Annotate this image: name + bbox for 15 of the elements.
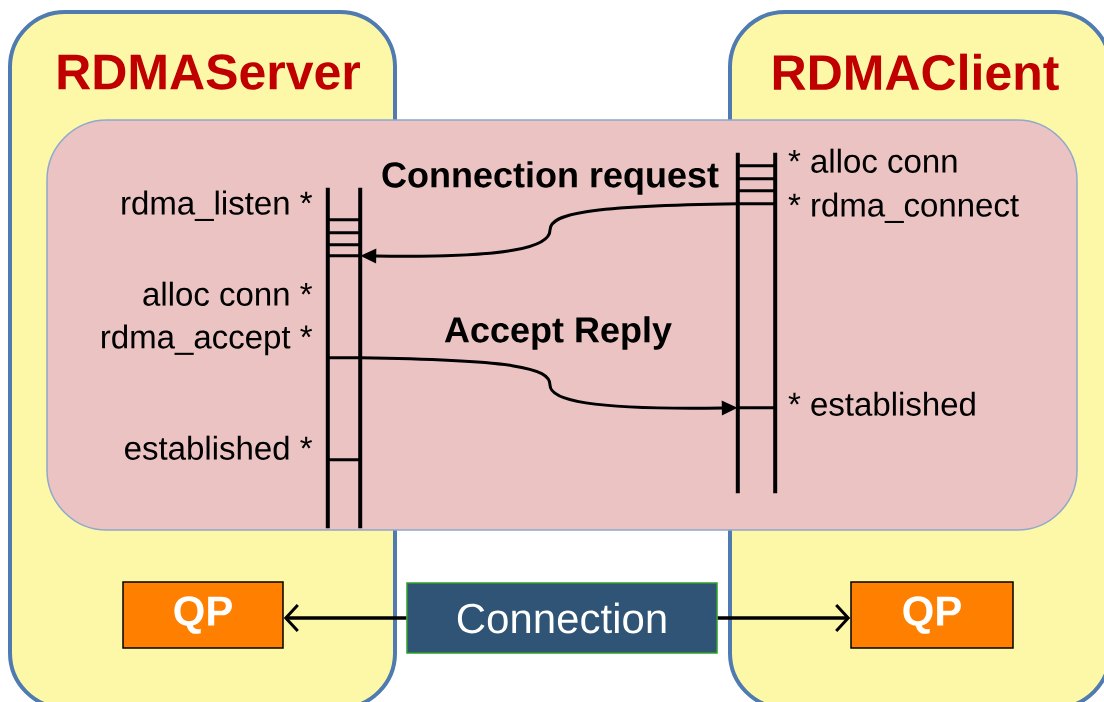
lifeline xyxy=(735,152,778,494)
step-label: rdma_listen * xyxy=(122,190,313,221)
step-label: * established xyxy=(788,391,975,416)
arrow xyxy=(283,603,407,632)
arrow xyxy=(717,603,851,632)
lifeline xyxy=(325,187,363,529)
message-label: Accept Reply xyxy=(442,315,674,351)
step-label: established * xyxy=(125,435,313,460)
qp-box: QP xyxy=(122,581,284,649)
qp-box: QP xyxy=(850,581,1014,649)
step-label: rdma_accept * xyxy=(102,324,313,356)
step-label: alloc conn * xyxy=(143,281,313,306)
step-label: * alloc conn xyxy=(788,148,957,173)
connection-box: Connection xyxy=(406,582,718,654)
step-label: * rdma_connect xyxy=(788,192,1019,223)
